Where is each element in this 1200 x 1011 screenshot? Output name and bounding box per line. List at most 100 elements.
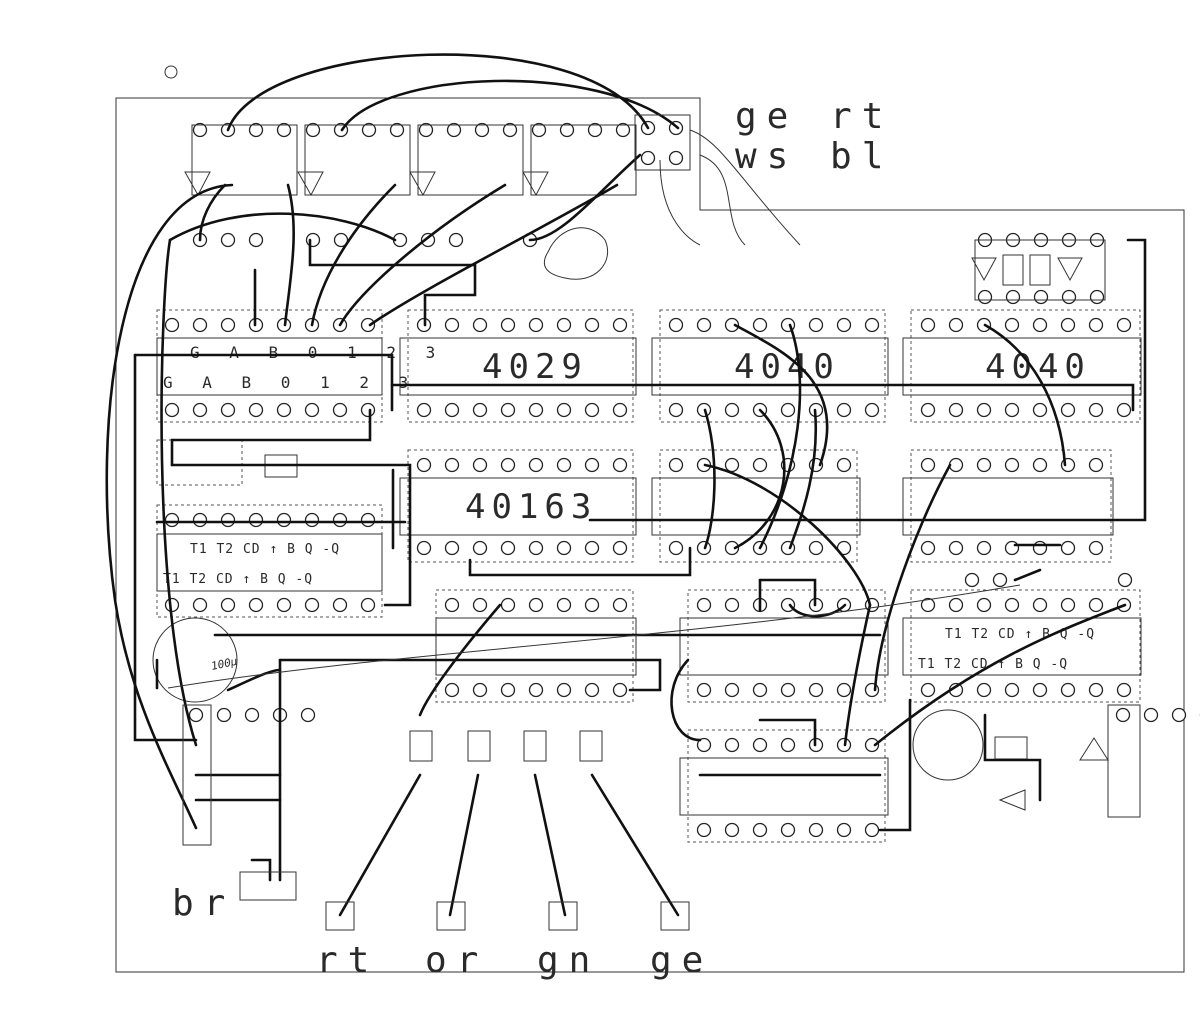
solder-pad xyxy=(1143,707,1159,723)
solder-pad xyxy=(1060,597,1076,613)
solder-pad xyxy=(192,402,208,418)
wire-label-ge: ge xyxy=(650,940,713,981)
solder-pad xyxy=(920,540,936,556)
solder-pad xyxy=(500,540,516,556)
u1-pin-labels-top: G A B 0 1 2 3 xyxy=(190,343,445,362)
solder-pad xyxy=(615,122,631,138)
board-outline xyxy=(115,97,1185,973)
u2-pin-labels-bottom: T1 T2 CD ↑ B Q -Q xyxy=(163,572,313,587)
solder-pad xyxy=(416,540,432,556)
solder-pad xyxy=(640,150,656,166)
solder-pad xyxy=(1032,597,1048,613)
solder-pad xyxy=(220,317,236,333)
solder-pad xyxy=(188,707,204,723)
solder-pad xyxy=(1088,682,1104,698)
solder-pad xyxy=(528,402,544,418)
solder-pad xyxy=(360,317,376,333)
solder-pad xyxy=(612,402,628,418)
solder-pad xyxy=(864,317,880,333)
solder-pad xyxy=(1060,317,1076,333)
solder-pad xyxy=(1116,317,1132,333)
solder-pad xyxy=(920,597,936,613)
solder-pad xyxy=(500,457,516,473)
resistors xyxy=(264,454,603,762)
solder-pad xyxy=(248,122,264,138)
solder-pad xyxy=(587,122,603,138)
solder-pad xyxy=(752,737,768,753)
solder-pad xyxy=(220,597,236,613)
solder-pad xyxy=(612,457,628,473)
solder-pad xyxy=(724,682,740,698)
solder-pad xyxy=(528,682,544,698)
solder-pad xyxy=(808,317,824,333)
solder-pad xyxy=(1004,682,1020,698)
solder-pad xyxy=(836,457,852,473)
solder-pad xyxy=(500,402,516,418)
solder-pad xyxy=(418,122,434,138)
solder-pad xyxy=(220,512,236,528)
u2-pin-labels-top: T1 T2 CD ↑ B Q -Q xyxy=(190,542,340,557)
solder-pad xyxy=(1089,289,1105,305)
solder-pad xyxy=(528,597,544,613)
solder-pad xyxy=(216,707,232,723)
solder-pad xyxy=(724,457,740,473)
solder-pad xyxy=(276,402,292,418)
solder-pad xyxy=(1115,707,1131,723)
solder-pad xyxy=(724,597,740,613)
wire-label-ge-rt: ge rt xyxy=(735,96,893,137)
solder-pad xyxy=(248,512,264,528)
solder-pad xyxy=(333,232,349,248)
signal-traces xyxy=(167,129,1021,689)
chip-4029-label: 4029 xyxy=(482,347,588,387)
solder-pads xyxy=(164,120,1200,838)
solder-pad xyxy=(584,457,600,473)
solder-pad xyxy=(976,540,992,556)
solder-pad xyxy=(472,402,488,418)
solder-pad xyxy=(1032,457,1048,473)
solder-pad xyxy=(444,457,460,473)
solder-pad xyxy=(752,317,768,333)
solder-pad xyxy=(1004,457,1020,473)
solder-pad xyxy=(332,512,348,528)
u1-pin-labels-bottom: G A B 0 1 2 3 xyxy=(163,373,418,392)
solder-pad xyxy=(920,682,936,698)
solder-pad xyxy=(696,737,712,753)
solder-pad xyxy=(528,457,544,473)
solder-pad xyxy=(304,402,320,418)
solder-pad xyxy=(500,682,516,698)
solder-pad xyxy=(948,540,964,556)
solder-pad xyxy=(556,540,572,556)
wire-label-ws-bl: ws bl xyxy=(735,136,893,177)
solder-pad xyxy=(1032,402,1048,418)
solder-pad xyxy=(724,540,740,556)
solder-pad xyxy=(696,682,712,698)
solder-pad xyxy=(920,457,936,473)
solder-pad xyxy=(446,122,462,138)
solder-pad xyxy=(808,822,824,838)
solder-pad xyxy=(1116,682,1132,698)
wire-label-or: or xyxy=(425,940,488,981)
solder-pad xyxy=(500,597,516,613)
solder-pad xyxy=(696,317,712,333)
solder-pad xyxy=(416,402,432,418)
solder-pad xyxy=(192,317,208,333)
solder-pad xyxy=(332,402,348,418)
solder-pad xyxy=(1171,707,1187,723)
wire-label-br: br xyxy=(172,883,235,924)
solder-pad xyxy=(531,122,547,138)
solder-pad xyxy=(192,122,208,138)
solder-pad xyxy=(584,402,600,418)
solder-pad xyxy=(420,232,436,248)
solder-pad xyxy=(244,707,260,723)
solder-pad xyxy=(992,572,1008,588)
solder-pad xyxy=(360,402,376,418)
solder-pad xyxy=(584,597,600,613)
solder-pad xyxy=(1032,682,1048,698)
solder-pad xyxy=(472,317,488,333)
solder-pad xyxy=(1004,597,1020,613)
curved-jumper-wires xyxy=(105,53,1127,917)
solder-pad xyxy=(332,597,348,613)
solder-pad xyxy=(668,402,684,418)
solder-pad xyxy=(724,317,740,333)
solder-pad xyxy=(192,512,208,528)
